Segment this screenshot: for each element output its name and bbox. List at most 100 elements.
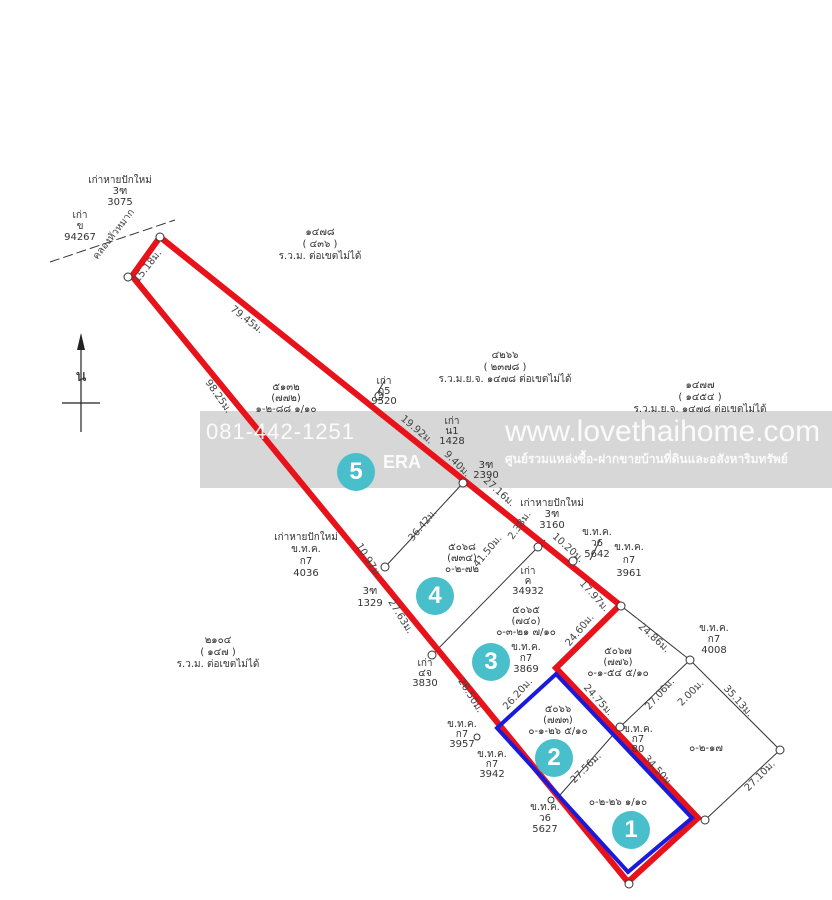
- parcel-5065-line: ๕๐๖๕: [512, 605, 540, 616]
- marker-5642-line: 5642: [584, 549, 609, 560]
- parcel-5132-line: ๕๑๓๒: [272, 382, 299, 393]
- parcel-2104-line: ( ๑๔๗ ): [200, 647, 236, 658]
- dimension-canal: คลองหัวหมาก: [91, 207, 137, 262]
- parcel-1478-top-label: ๑๔๗๘( ๔๓๖ )ร.ว.ม. ต่อเขตไม่ได้: [279, 227, 362, 262]
- parcel-5067-label: ๕๐๖๗(๗๗๖)๐-๑-๕๔ ๕/๑๐: [587, 646, 648, 679]
- marker-3160-line: 3160: [539, 520, 564, 531]
- marker-3869-line: ก7: [520, 653, 532, 664]
- parcel-boundaries: [377, 379, 781, 821]
- marker-3160-line: 3ฑ: [545, 509, 560, 520]
- parcel-1478-top-line: ๑๔๗๘: [305, 227, 334, 238]
- parcel-4266-label: ๔๒๖๖( ๒๓๗๘ )ร.ว.ม.ย.จ. ๑๔๗๘ ต่อเขตไม่ได้: [438, 350, 571, 385]
- parcel-1477-line: ๑๔๗๗: [686, 380, 715, 391]
- marker-2390-line: 3ฑ: [479, 460, 494, 471]
- marker-1428-line: น1: [445, 426, 458, 437]
- marker-94267-line: เก่า: [72, 210, 87, 221]
- parcel-2104-line: ๒๑๐๔: [205, 635, 232, 646]
- plot-badge-4[interactable]: 4: [416, 577, 454, 615]
- marker-3869-line: ข.ท.ค.: [511, 642, 541, 653]
- parcel-5066-line: ๕๐๖๖: [545, 704, 571, 715]
- marker-80-line: ก7: [632, 734, 644, 745]
- marker-1329-line: 1329: [357, 598, 382, 609]
- parcel-1477-line: ( ๑๔๕๔ ): [678, 392, 721, 403]
- dimension-labels: คลองหัวหมาก15.18ม.79.45ม.98.25ม.19.92ม.9…: [91, 207, 778, 794]
- parcel-area-0217-line: ๐-๒-๑๗: [689, 743, 723, 754]
- dimension-d2756: 27.56ม.: [569, 751, 604, 786]
- north-label: น: [76, 366, 87, 385]
- marker-3942-line: ข.ท.ค.: [477, 749, 507, 760]
- parcel-5066-line: ๐-๑-๒๖ ๕/๑๐: [528, 726, 587, 737]
- parcel-area-0226-label: ๐-๒-๒๖ ๑/๑๐: [589, 797, 647, 808]
- parcel-area-0226-line: ๐-๒-๒๖ ๑/๑๐: [589, 797, 647, 808]
- marker-4036-line: ก7: [300, 556, 312, 567]
- parcel-area-0217-label: ๐-๒-๑๗: [689, 743, 723, 754]
- dimension-d3642: 36.42ม.: [407, 507, 440, 543]
- marker-3075-line: 3075: [107, 197, 132, 208]
- dimension-d1097: 10.97ม.: [353, 541, 383, 579]
- parcel-1477-line: ร.ว.ม.ย.จ. ๑๔๗๘ ต่อเขตไม่ได้: [633, 403, 766, 415]
- north-arrow-icon: [62, 333, 100, 432]
- plot-outline-selected[interactable]: [494, 671, 695, 875]
- marker-1329-line: 3ฑ: [363, 586, 378, 597]
- marker-80-line: 80: [632, 744, 645, 755]
- marker-3942-line: 3942: [479, 769, 504, 780]
- dimension-d3513: 35.13ม.: [721, 683, 755, 719]
- marker-3957-line: 3957: [449, 739, 474, 750]
- marker-4036-line: เก่าหายปักใหม่: [274, 531, 338, 543]
- canal-line: [49, 219, 176, 263]
- parcel-5132-line: ๑-๒-๘๘ ๑/๑๐: [256, 404, 317, 415]
- parcel-5067-line: ๐-๑-๕๔ ๕/๑๐: [587, 668, 648, 679]
- marker-2390-line: 2390: [473, 470, 498, 481]
- parcel-5067-line: (๗๗๖): [603, 657, 632, 668]
- parcel-5068-line: ๕๐๖๘: [448, 542, 476, 553]
- marker-94267-line: ข: [77, 221, 84, 232]
- watermark-logo: ERA: [383, 452, 422, 472]
- parcel-5066-line: (๗๗๓): [543, 715, 573, 726]
- marker-3957-line: ก7: [456, 729, 468, 740]
- plot-badge-2[interactable]: 2: [535, 739, 573, 777]
- plot-badge-1[interactable]: 1: [612, 811, 650, 849]
- marker-80-line: ข.ท.ค.: [623, 724, 653, 735]
- parcel-2104-label: ๒๑๐๔( ๑๔๗ )ร.ว.ม. ต่อเขตไม่ได้: [177, 635, 260, 670]
- parcel-5068-label: ๕๐๖๘(๗๓๔)๐-๒-๗๒: [445, 542, 479, 575]
- watermark-url: www.lovethaihome.com: [505, 415, 821, 448]
- marker-5627-line: ว6: [539, 813, 551, 824]
- marker-3961-line: ข.ท.ค.: [614, 542, 644, 553]
- parcel-5065-line: (๗๔๐): [512, 616, 541, 627]
- marker-34932-line: 34932: [512, 586, 544, 597]
- dimension-d2706: 27.06ม.: [643, 676, 677, 712]
- plot-badge-5[interactable]: 5: [337, 453, 375, 491]
- marker-9520-line: 9520: [371, 396, 396, 407]
- marker-3830-line: เก่า: [417, 658, 432, 669]
- marker-3961-line: 3961: [616, 568, 641, 579]
- marker-4008-line: ข.ท.ค.: [699, 623, 729, 634]
- marker-4008-line: ก7: [708, 634, 720, 645]
- marker-3961-line: ก7: [623, 555, 635, 566]
- plot-badge-3[interactable]: 3: [472, 643, 510, 681]
- parcel-5068-line: (๗๓๔): [447, 553, 477, 564]
- parcel-4266-line: ( ๒๓๗๘ ): [484, 362, 527, 373]
- marker-3075-line: เก่าหายปักใหม่: [88, 174, 152, 186]
- watermark-band: [200, 411, 832, 488]
- plot-outline-total[interactable]: [128, 232, 703, 887]
- marker-3830-line: 3830: [412, 678, 437, 689]
- marker-3942-line: ก7: [486, 759, 498, 770]
- dimension-d2486: 24.86ม.: [636, 621, 672, 655]
- dimension-d2650: 26.50ม.: [455, 676, 485, 714]
- parcel-5066-label: ๕๐๖๖(๗๗๓)๐-๑-๒๖ ๕/๑๐: [528, 704, 587, 737]
- marker-5642-line: ข.ท.ค.: [582, 527, 612, 538]
- dimension-d4150: 41.50ม.: [472, 533, 505, 569]
- marker-3961-label: ข.ท.ค. ก7 3961: [614, 542, 644, 579]
- marker-34932-line: เก่า: [520, 566, 535, 577]
